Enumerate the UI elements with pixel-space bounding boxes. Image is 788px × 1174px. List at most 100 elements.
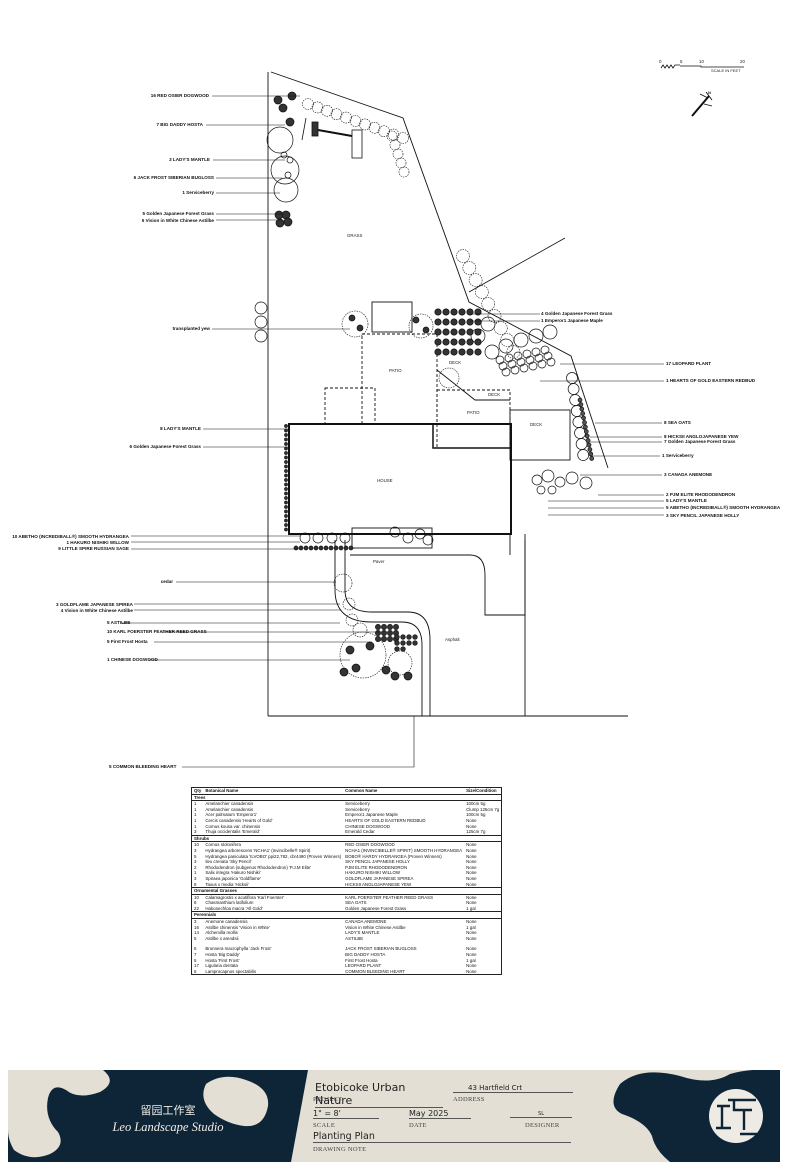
cell-qty: 5: [191, 853, 204, 860]
plant-symbol: [510, 365, 520, 375]
plant-symbol: [278, 103, 288, 113]
cell-botanical-name: Hydrangea paniculata 'ILVOBO' ppi22,782,…: [205, 853, 342, 859]
cell-qty: 7: [191, 952, 204, 958]
plant-symbol: [293, 545, 299, 551]
callout-label: 6 JACK FROST SIBERIAN BUGLOSS: [133, 175, 214, 180]
plant-symbol: [528, 328, 544, 344]
area-paver: Paver: [373, 559, 385, 564]
cell-common-name: BIG DADDY HOSTA: [345, 952, 386, 958]
plant-symbol: [412, 634, 418, 640]
plant-symbol: [481, 297, 496, 311]
plant-symbol: [284, 455, 288, 460]
plant-symbol: [270, 155, 300, 185]
cell-qty: 5: [191, 957, 204, 964]
cell-botanical-name: Thuja occidentalis 'Emerald': [205, 829, 260, 835]
plant-symbol: [345, 645, 355, 655]
plant-symbol: [386, 130, 398, 142]
cell-botanical-name: Anemone canadensis: [205, 919, 248, 925]
cell-size-condition: 1 gal: [466, 957, 476, 963]
plant-symbol: [284, 482, 288, 487]
cell-botanical-name: Brunnera macrophylla 'Jack Frost': [205, 946, 272, 952]
plant-symbol: [284, 518, 288, 523]
plant-symbol: [487, 309, 502, 323]
plant-symbol: [397, 132, 409, 144]
plant-symbol: [284, 469, 288, 473]
plant-symbol: [525, 355, 535, 365]
cell-size-condition: 125cm 7g: [466, 829, 486, 835]
cell-common-name: KARL FOERSTER FEATHER REED GRASS: [345, 894, 433, 900]
plant-symbol: [574, 427, 586, 439]
plant-symbol: [412, 316, 420, 324]
callout-label: 8 HICKSII ANGLOJAPANESE YEW: [664, 434, 739, 439]
cell-common-name: SEA OATS: [345, 900, 367, 906]
cell-common-name: JACK FROST SIBERIAN BUGLOSS: [345, 946, 417, 952]
plant-symbol: [395, 157, 407, 169]
plant-symbol: [313, 545, 319, 551]
plant-symbol: [458, 348, 466, 356]
callout-label: 10 KARL FOERSTER FEATHER REED GRASS: [107, 629, 207, 634]
plant-symbol: [466, 308, 474, 316]
plant-symbol: [375, 630, 381, 636]
plant-symbol: [450, 318, 458, 326]
plant-symbol: [266, 126, 294, 154]
project-caption: PROJECT: [313, 1096, 343, 1103]
plant-symbol: [254, 315, 268, 329]
plant-symbol: [284, 437, 288, 442]
plant-symbol: [285, 117, 295, 127]
callout-label: 7 Golden Japanese Forest Grass: [664, 439, 736, 444]
schedule-section-row: Ornamental Grasses: [191, 887, 502, 895]
callout-label: 9 LITTLE SPIRE RUSSIAN SAGE: [58, 546, 129, 551]
callout-label: 5 ABETHO (INCREDIBALL®) SMOOTH HYDRANGEA: [666, 505, 781, 510]
cell-size-condition: None: [466, 875, 477, 881]
cell-qty: 22: [191, 905, 204, 912]
schedule-section-title: Trees: [191, 793, 502, 802]
plant-symbol: [284, 451, 288, 455]
property-line: [270, 71, 609, 469]
cell-botanical-name: Ligularia dentata: [205, 963, 238, 969]
cell-common-name: LEOPARD PLANT: [345, 963, 382, 969]
scale-tick-5: 5: [680, 59, 683, 64]
plant-symbol: [284, 442, 288, 446]
plant-symbol: [516, 357, 526, 367]
callout-label: 1 Serviceberry: [182, 190, 214, 195]
cell-botanical-name: Spiraea japonica 'Goldflame': [205, 875, 261, 881]
plant-symbol: [312, 532, 324, 544]
cell-size-condition: None: [466, 900, 477, 906]
cell-qty: 8: [191, 881, 204, 888]
plant-symbol: [333, 573, 353, 593]
plant-symbol: [450, 308, 458, 316]
schedule-header-row: Qty Botanical Name Common Name Size/Cond…: [191, 787, 502, 795]
plant-symbol: [326, 532, 338, 544]
cell-size-condition: None: [466, 842, 477, 848]
plant-symbol: [284, 464, 288, 469]
callout-label: 3 SKY PENCIL JAPANESE HOLLY: [666, 513, 740, 518]
plant-symbol: [284, 491, 288, 496]
cell-common-name: HICKSII ANGLOJAPANESE YEW: [345, 881, 412, 887]
cell-size-condition: None: [466, 963, 477, 969]
plant-symbol: [284, 505, 288, 509]
plant-symbol: [412, 640, 418, 646]
plant-symbol: [581, 415, 586, 421]
plant-symbol: [345, 613, 359, 627]
plant-symbol: [434, 338, 442, 346]
plant-symbol: [422, 326, 430, 334]
plant-symbol: [495, 355, 505, 365]
plant-symbol: [298, 545, 304, 551]
cell-botanical-name: Ilex crenata 'Sky Pencil': [205, 859, 252, 865]
cell-common-name: NCHA1 (INVINCIBELLE® SPIRIT) SMOOTH HYDR…: [345, 847, 463, 853]
schedule-section-title: Shrubs: [191, 834, 502, 843]
cell-qty: 8: [191, 900, 204, 906]
cell-qty: 10: [191, 894, 204, 901]
plant-symbol: [566, 372, 578, 384]
cell-qty: 1: [191, 823, 204, 830]
callout-label: 5 Vision in White Chinese Astilbe: [141, 218, 214, 223]
area-deck-3: DECK: [530, 422, 543, 427]
cell-qty: 1: [191, 800, 204, 807]
plant-symbol: [498, 361, 508, 371]
plant-symbol: [406, 634, 412, 640]
